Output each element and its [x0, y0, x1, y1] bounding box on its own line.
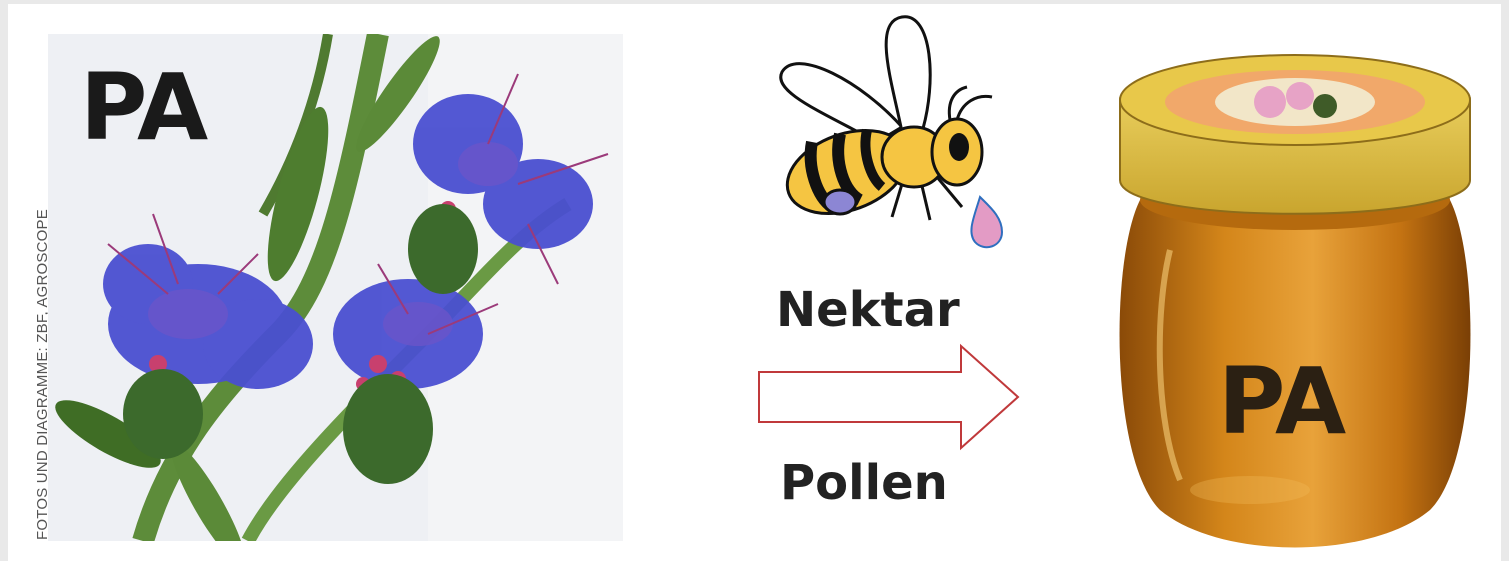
right-border	[1501, 0, 1509, 561]
right-arrow-icon	[756, 342, 1024, 452]
nektar-label: Nektar	[776, 282, 960, 338]
pollen-label: Pollen	[780, 455, 948, 511]
honey-jar-icon	[1100, 40, 1490, 550]
flower-pa-label: PA	[80, 62, 206, 154]
left-border	[0, 0, 8, 561]
jar-pa-label: PA	[1218, 356, 1344, 448]
bee-illustration	[762, 2, 1022, 252]
top-border	[0, 0, 1509, 4]
nectar-drop-icon	[971, 197, 1002, 247]
